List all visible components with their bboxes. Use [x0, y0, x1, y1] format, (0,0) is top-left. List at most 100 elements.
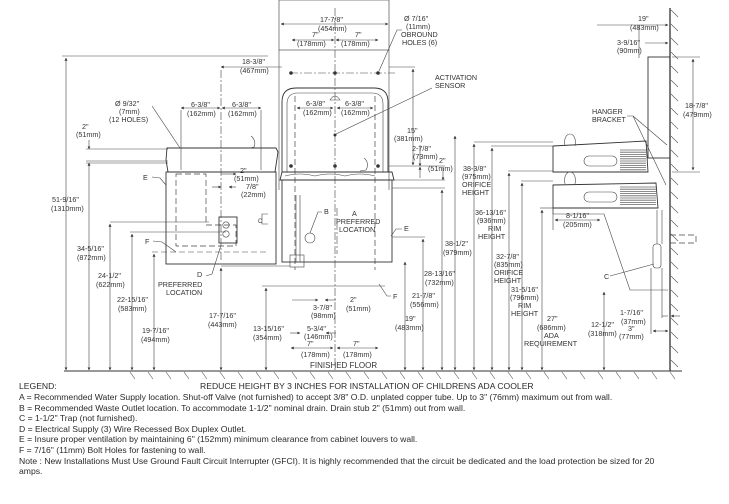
- obround-hole: [376, 164, 380, 168]
- wall-hatch: [670, 9, 679, 368]
- label-f-left: F: [145, 237, 150, 246]
- dim-rim-36: 36-13/16": [475, 208, 506, 217]
- dim-bottom-right: 7": [353, 339, 360, 348]
- label-b: B: [324, 207, 329, 216]
- preferred-location-d-1: PREFERRED: [158, 280, 202, 289]
- obround-hole: [289, 164, 293, 168]
- legend: LEGEND: REDUCE HEIGHT BY 3 INCHES FOR IN…: [19, 381, 719, 477]
- floor-hatch-mark: [543, 371, 550, 380]
- dim-rim-31-mm: (796mm): [510, 293, 539, 302]
- floor-hatch-mark: [399, 371, 406, 380]
- dim-orifice-32-label: ORIFICE: [494, 268, 523, 277]
- wall-hatch-mark: [670, 331, 679, 340]
- dim-front-bowl-right-mm: (162mm): [341, 108, 370, 117]
- dim-depth-mm: (483mm): [630, 23, 659, 32]
- callout-obround-1: Ø 7/16": [404, 14, 429, 23]
- dim-rim-drop-mm: (73mm): [413, 152, 438, 161]
- dim-bowl-left-mm: (162mm): [187, 109, 216, 118]
- dim-24-1-2-mm: (622mm): [96, 280, 125, 289]
- legend-heading: LEGEND:: [19, 381, 57, 391]
- legend-item-f: F = 7/16" (11mm) Bolt Holes for fastenin…: [19, 444, 206, 455]
- wall-hatch-mark: [670, 359, 679, 368]
- floor-hatch-mark: [417, 371, 424, 380]
- dim-overall-width: 17-7/8": [320, 15, 343, 24]
- floor-hatch-mark: [255, 371, 262, 380]
- callout-bolt-holes-1: Ø 9/32": [115, 99, 140, 108]
- dim-wall-gap-mm: (90mm): [617, 46, 642, 55]
- dim-19: 19": [405, 314, 416, 323]
- floor-hatch-mark: [201, 371, 208, 380]
- dim-ada-27-label: ADA: [544, 331, 559, 340]
- dim-lip: 2": [82, 122, 89, 131]
- wall-hatch-mark: [670, 79, 679, 88]
- installation-drawing: 51-9/16" (1310mm) 34-5/16" (872mm) 2" (5…: [51, 0, 712, 380]
- dim-orifice-32-mm: (835mm): [494, 260, 523, 269]
- floor-hatch-mark: [165, 371, 172, 380]
- dim-sensor-height-mm: (381mm): [394, 134, 423, 143]
- floor-hatch-mark: [507, 371, 514, 380]
- dim-38-1-2: 38-1/2": [445, 239, 468, 248]
- dim-bowl-left: 6-3/8": [191, 100, 210, 109]
- wall-hatch-mark: [670, 93, 679, 102]
- dim-28-13-16: 28-13/16": [424, 269, 455, 278]
- wall-hatch-mark: [670, 23, 679, 32]
- dim-projection-mm: (205mm): [563, 220, 592, 229]
- dim-front-bowl-left: 6-3/8": [306, 99, 325, 108]
- wall-hatch-mark: [670, 345, 679, 354]
- floor-hatch-mark: [345, 371, 352, 380]
- dim-19-7-16: 19-7/16": [142, 326, 169, 335]
- dim-total-height: 51-9/16": [52, 195, 79, 204]
- wall-hatch-mark: [670, 65, 679, 74]
- floor-hatch-mark: [489, 371, 496, 380]
- dim-rim-31-label: RIM: [518, 301, 531, 310]
- callout-obround-2: (11mm): [406, 22, 430, 31]
- callout-bolt-holes-3: (12 HOLES): [109, 115, 148, 124]
- wall-hatch-mark: [670, 107, 679, 116]
- wall-hatch-mark: [670, 135, 679, 144]
- preferred-location-a-2: LOCATION: [339, 225, 375, 234]
- floor-hatch-mark: [615, 371, 622, 380]
- legend-item-c: C = 1-1/2" Trap (not furnished).: [19, 413, 138, 424]
- wall-hatch-mark: [670, 37, 679, 46]
- louver-lower: [620, 186, 656, 206]
- dim-supply-out: 3": [628, 324, 635, 333]
- floor-hatch-mark: [579, 371, 586, 380]
- dim-ada-27-requirement: REQUIREMENT: [524, 339, 578, 348]
- dim-waste-offset-mm: (98mm): [311, 311, 336, 320]
- dim-overall-width-mm: (454mm): [318, 24, 347, 33]
- dim-bracket-height-mm: (479mm): [683, 110, 712, 119]
- finished-floor: [64, 370, 682, 380]
- dim-bottom-height-mm: (318mm): [588, 329, 617, 338]
- dim-bottom-height: 12-1/2": [591, 320, 614, 329]
- wall-hatch-mark: [670, 247, 679, 256]
- dim-inner-7-8-mm: (22mm): [241, 190, 266, 199]
- wall-hatch-mark: [670, 121, 679, 130]
- floor-hatch-mark: [363, 371, 370, 380]
- label-d: D: [197, 270, 202, 279]
- floor-hatch-mark: [561, 371, 568, 380]
- dim-waste-offset: 3-7/8": [313, 303, 332, 312]
- dim-inner-2-mm: (51mm): [234, 174, 259, 183]
- dim-19-mm: (483mm): [395, 323, 424, 332]
- dim-bottom-left-mm: (178mm): [301, 350, 330, 359]
- legend-item-d: D = Electrical Supply (3) Wire Recessed …: [19, 423, 247, 434]
- wall: [669, 8, 679, 371]
- dim-rim-drop: 2-7/8": [412, 144, 431, 153]
- wall-hatch-mark: [670, 9, 679, 18]
- floor-hatch-mark: [183, 371, 190, 380]
- dim-supply-offset: 5-3/4": [307, 324, 326, 333]
- dim-half-left-mm: (178mm): [297, 39, 326, 48]
- finished-floor-label: FINISHED FLOOR: [310, 361, 377, 370]
- dim-half-right-mm: (178mm): [341, 39, 370, 48]
- side-view: 19" (483mm) 3-9/16" (90mm) 18-7/8" (479m…: [462, 14, 712, 371]
- dim-inner-2: 2": [240, 166, 247, 175]
- legend-item-a: A = Recommended Water Supply location. S…: [19, 392, 613, 402]
- floor-hatch-mark: [327, 371, 334, 380]
- dim-front-bowl-right: 6-3/8": [345, 99, 364, 108]
- front-view: 17-7/8" (454mm) 7" (178mm) 7" (178mm) Ø …: [253, 0, 477, 371]
- dim-rim-36-label: RIM: [488, 224, 501, 233]
- floor-hatch-mark: [453, 371, 460, 380]
- louver-upper: [620, 149, 646, 171]
- dim-center-offset: 2": [350, 295, 357, 304]
- callout-obround-3: OBROUND: [401, 30, 438, 39]
